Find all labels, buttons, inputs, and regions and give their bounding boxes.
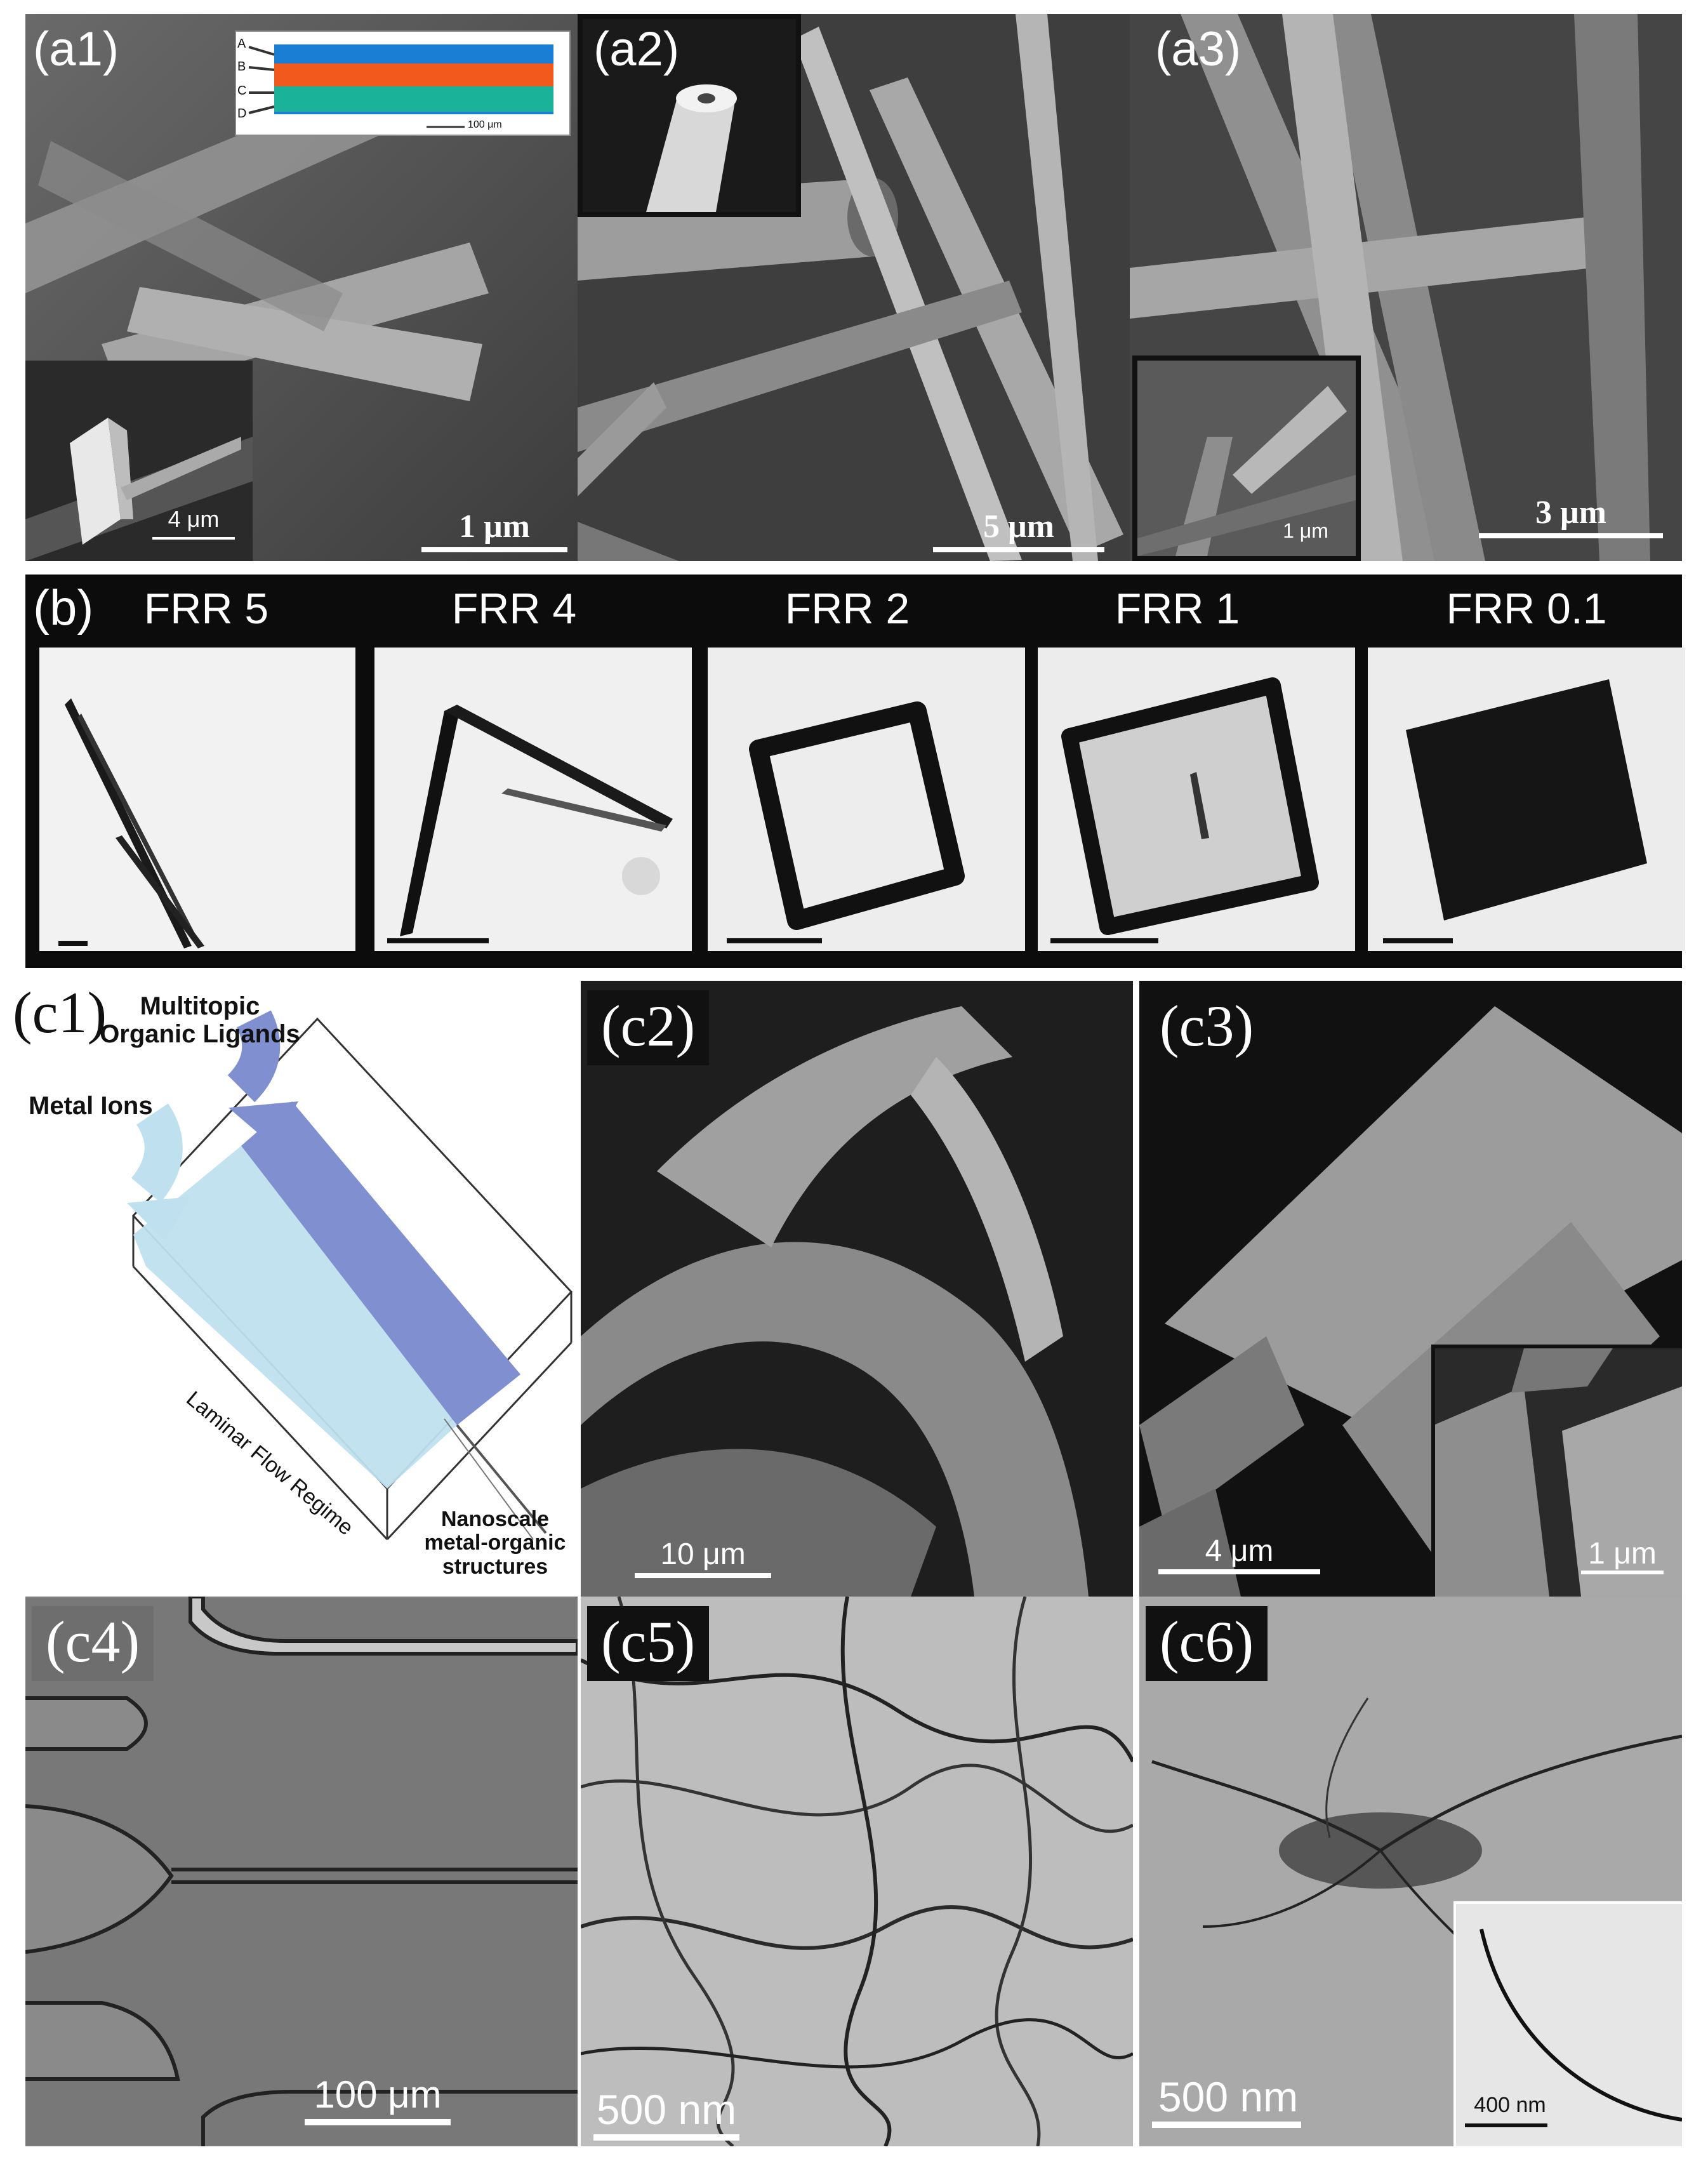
panel-c4 — [25, 1597, 578, 2146]
inset-c6-scale-bar-label: 400 nm — [1474, 2093, 1546, 2117]
scale-bar-a1 — [421, 547, 567, 552]
inset-a3-scale-bar-label: 1 μm — [1283, 519, 1328, 542]
metal-stream — [133, 1146, 457, 1489]
inlet-label-a: A — [237, 37, 246, 51]
scale-bar-c3 — [1158, 1569, 1320, 1574]
sem-image-c2 — [581, 981, 1133, 1597]
label-a2: (a2) — [593, 22, 680, 76]
tem-panel-frr-5 — [39, 648, 355, 951]
tem-panel-frr-1 — [1038, 648, 1355, 951]
inset-a2 — [578, 14, 801, 217]
inset-c3-scale-bar — [1581, 1571, 1664, 1574]
scale-bar-c5 — [593, 2134, 739, 2141]
scale-bar-label-a2: 5 μm — [983, 508, 1054, 545]
label-box-c2: (c2) — [587, 990, 710, 1065]
label-b: (b) — [33, 580, 94, 635]
tem-panel-frr-4 — [374, 648, 692, 951]
micrograph-c4 — [25, 1597, 578, 2146]
scale-bar-c6 — [1152, 2122, 1301, 2128]
inset-c6: 400 nm — [1453, 1901, 1682, 2146]
scale-bar-label-a1: 1 μm — [459, 508, 530, 545]
label-box-c4: (c4) — [32, 1606, 154, 1681]
scale-bar-c2 — [635, 1573, 771, 1578]
scale-bar-a2 — [933, 547, 1104, 552]
inset-c6-scale-bar — [1465, 2123, 1547, 2127]
scale-bar-label-c4: 100 μm — [314, 2073, 442, 2116]
frr-title-4: FRR 1 — [1115, 585, 1240, 633]
scale-bar-label-c5: 500 nm — [596, 2086, 737, 2133]
inset-a3: 1 μm — [1132, 355, 1361, 561]
label-c6: (c6) — [1160, 1609, 1254, 1674]
tem-panel-frr-0-1 — [1368, 648, 1685, 951]
microfluidic-diagram-c1 — [127, 1010, 573, 1541]
inlet-label-c: C — [237, 84, 247, 98]
label-c2: (c2) — [601, 993, 696, 1058]
inset-a1-scale-bar — [152, 537, 235, 540]
tem-panel-frr-2 — [708, 648, 1025, 951]
frr-title-5: FRR 0.1 — [1446, 585, 1607, 633]
ligand-inlet-arrow — [227, 1010, 281, 1103]
label-box-c5: (c5) — [587, 1606, 710, 1681]
panel-c5 — [581, 1597, 1133, 2146]
scale-bar-label-c3: 4 μm — [1205, 1534, 1274, 1568]
frr-title-3: FRR 2 — [784, 585, 910, 633]
label-a3: (a3) — [1155, 22, 1241, 76]
label-c3: (c3) — [1160, 993, 1254, 1058]
inlet-label-d: D — [237, 107, 247, 121]
nanoscale-structures-label: Nanoscale metal-organic structures — [424, 1507, 566, 1579]
label-a1: (a1) — [33, 22, 119, 76]
scale-bar-label-c6: 500 nm — [1158, 2073, 1299, 2120]
inset-c3-scale-bar-label: 1 μm — [1588, 1537, 1657, 1571]
metal-inlet-arrow — [131, 1103, 183, 1203]
scale-bar-label-a3: 3 μm — [1535, 495, 1606, 531]
sem-image-a3 — [1130, 14, 1682, 561]
inset-a1-scale-bar-label: 4 μm — [168, 506, 220, 532]
inset-a1: 4 μm — [25, 361, 253, 561]
flow-inset-a1: A B C D 100 μm — [235, 30, 571, 136]
ligands-label: Multitopic Organic Ligands — [100, 992, 300, 1048]
frr-title-1: FRR 5 — [143, 585, 269, 633]
inset-c3: 1 μm — [1431, 1345, 1682, 1597]
scale-bar-label-c2: 10 μm — [660, 1538, 746, 1571]
label-box-c6: (c6) — [1146, 1606, 1268, 1681]
frr-title-2: FRR 4 — [451, 585, 577, 633]
ligand-stream — [241, 1101, 520, 1425]
inlet-label-b: B — [237, 60, 246, 74]
label-box-c3: (c3) — [1146, 990, 1268, 1065]
tem-image-c5 — [581, 1597, 1133, 2146]
label-c5: (c5) — [601, 1609, 696, 1674]
metal-ions-label: Metal Ions — [29, 1092, 153, 1120]
label-c4: (c4) — [46, 1609, 140, 1674]
panel-c1: (c1) Multitopic Organic Ligands Metal Io… — [0, 981, 578, 1597]
panel-c2 — [581, 981, 1133, 1597]
flow-inset-scale-bar-label: 100 μm — [468, 119, 502, 130]
scale-bar-a3 — [1479, 533, 1663, 538]
scale-bar-c4 — [305, 2119, 451, 2125]
panel-a3 — [1130, 14, 1682, 561]
label-c1: (c1) — [13, 981, 107, 1045]
